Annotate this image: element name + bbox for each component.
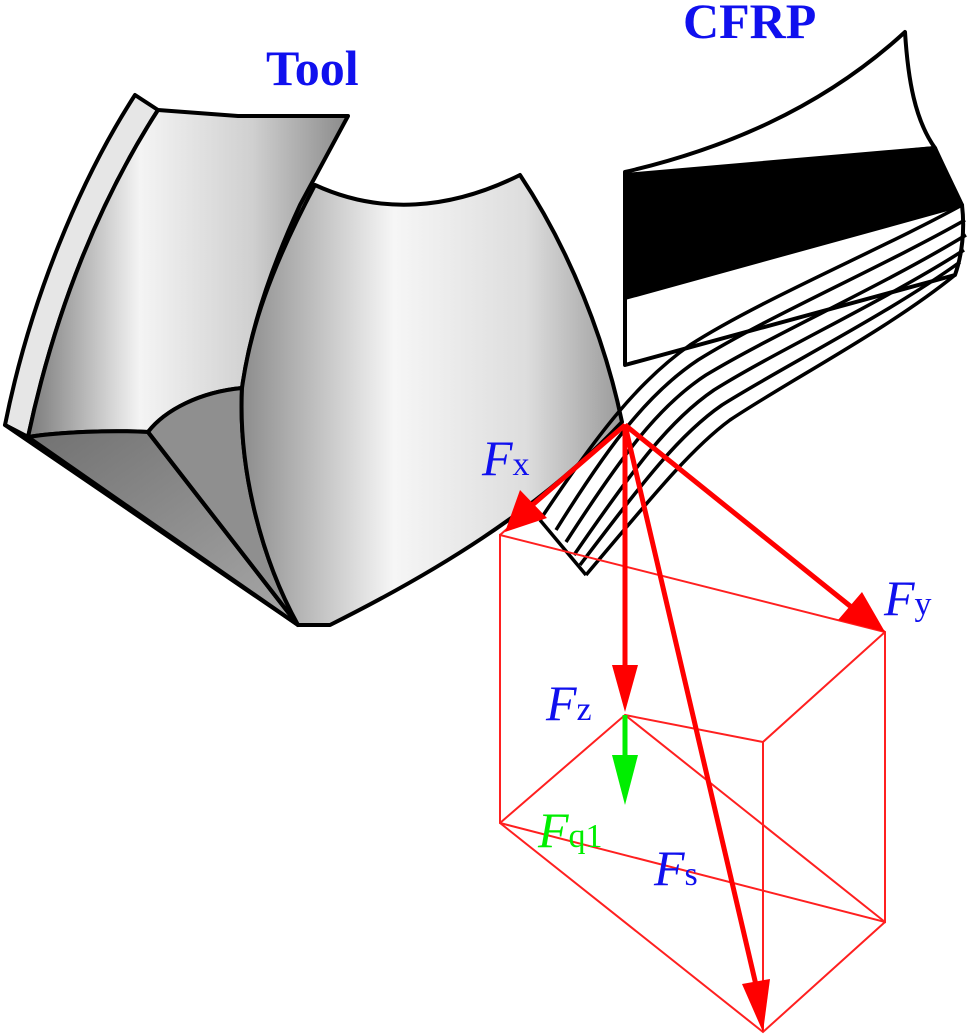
cfrp-top-strip bbox=[623, 30, 937, 180]
fq1-label: Fq1 bbox=[537, 802, 603, 858]
tool-drill-bit bbox=[3, 93, 624, 627]
fy-label: Fy bbox=[883, 570, 932, 626]
fq1-arrow bbox=[612, 715, 638, 805]
tool-main-body bbox=[239, 173, 624, 627]
fx-arrow bbox=[505, 423, 627, 532]
force-vectors bbox=[505, 423, 885, 1032]
cfrp-label: CFRP bbox=[683, 0, 816, 49]
fz-label: Fz bbox=[545, 675, 592, 731]
fx-label: Fx bbox=[481, 430, 530, 486]
fs-label: Fs bbox=[653, 840, 698, 896]
fz-arrow bbox=[612, 425, 638, 712]
cfrp-workpiece bbox=[538, 30, 967, 577]
fy-arrow bbox=[623, 423, 885, 632]
tool-label: Tool bbox=[266, 40, 359, 96]
fs-arrow bbox=[622, 424, 770, 1032]
cfrp-chip-fibers bbox=[538, 203, 967, 577]
cfrp-white-layer bbox=[623, 203, 966, 367]
